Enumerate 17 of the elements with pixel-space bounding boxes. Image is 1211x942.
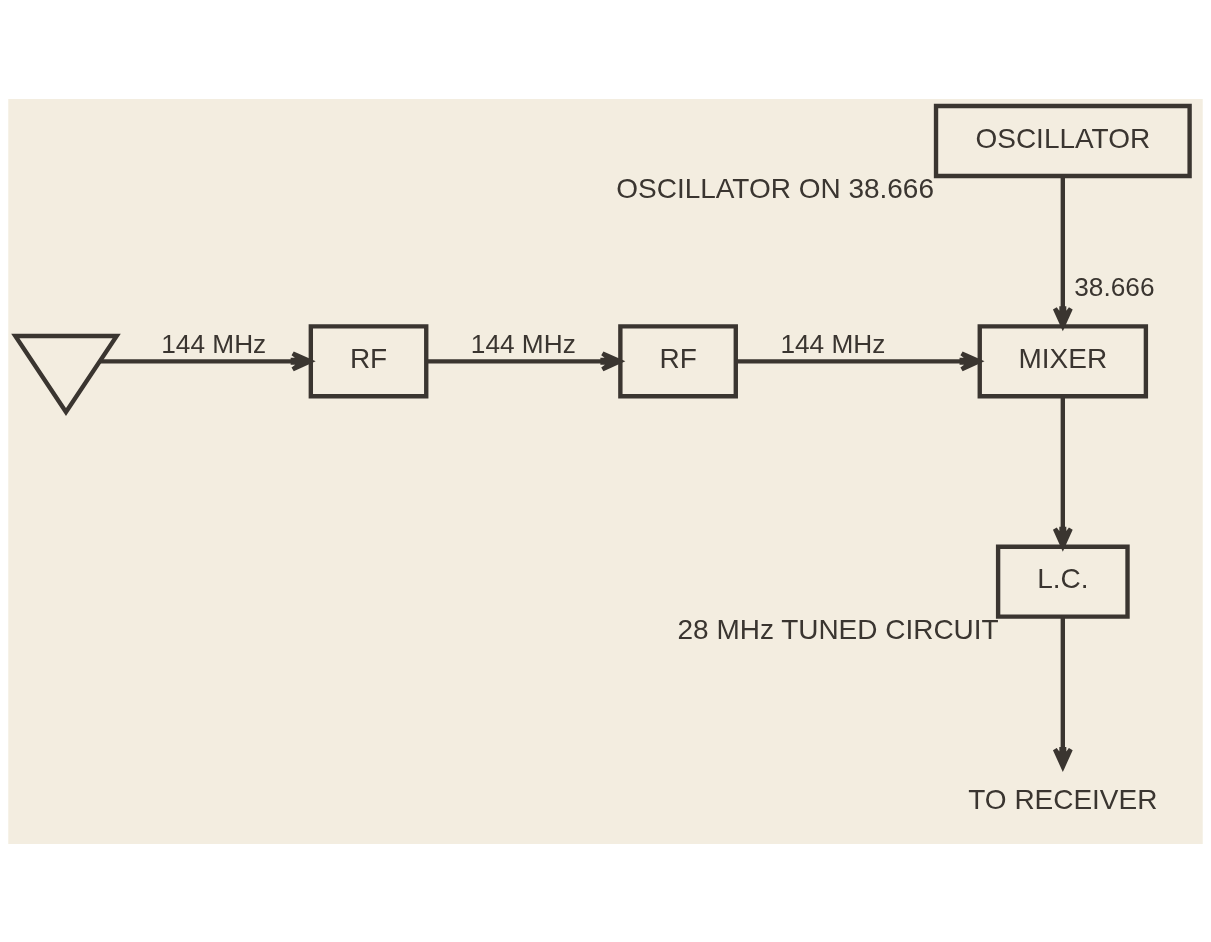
arrow <box>100 350 313 371</box>
node-box: OSCILLATOR <box>933 103 1192 178</box>
edge-label: 144 MHz <box>470 328 576 359</box>
node-text: TO RECEIVER <box>968 783 1158 815</box>
arrow <box>736 350 982 371</box>
edge-label: 38.666 <box>1074 271 1155 302</box>
node-box: L.C. <box>995 544 1130 619</box>
arrow <box>426 350 623 371</box>
node-box: RF <box>618 323 738 398</box>
edge-label: 144 MHz <box>161 328 267 359</box>
node-triangle <box>11 333 121 416</box>
node-box: RF <box>308 323 429 398</box>
arrow <box>1052 396 1073 549</box>
node-box: MIXER <box>977 323 1149 398</box>
node-label: OSCILLATOR ON 38.666 <box>616 172 934 204</box>
arrow <box>1052 616 1073 769</box>
edge-label: 144 MHz <box>780 328 886 359</box>
